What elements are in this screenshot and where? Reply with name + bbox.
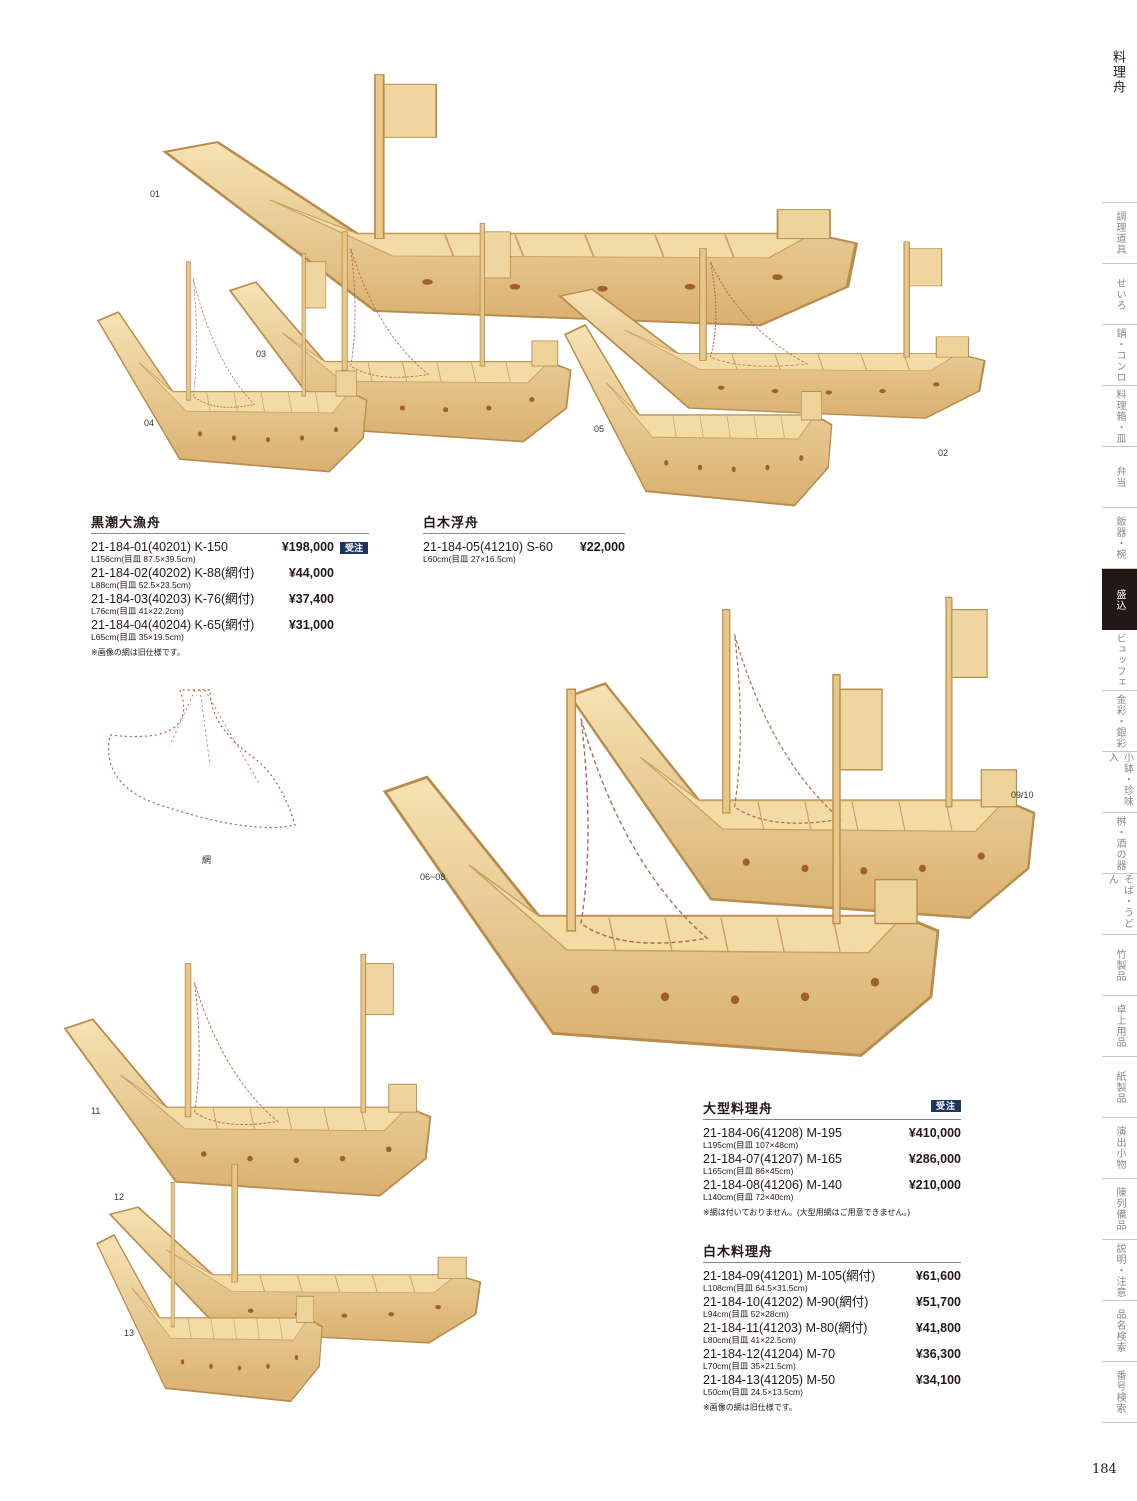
sidebar-tab[interactable]: 料理箱・皿: [1102, 386, 1137, 447]
sidebar-tab[interactable]: 説明・注意: [1102, 1240, 1137, 1301]
product-size: L80cm(目皿 41×22.5cm): [703, 1335, 796, 1345]
product-price: ¥210,000: [908, 1178, 961, 1192]
product-code: 21-184-03(40203) K-76(網付): [91, 592, 255, 606]
product-price: ¥41,800: [915, 1321, 961, 1335]
product-price: ¥37,400: [288, 592, 334, 606]
boat-image-05: [564, 324, 833, 507]
boat-image-04: [97, 252, 368, 473]
product-block-shiraki-uki: 白木浮舟 21-184-05(41210) S-60 ¥22,000 L60cm(…: [423, 512, 625, 566]
sidebar-tab[interactable]: 桝・酒の器: [1102, 813, 1137, 874]
sidebar-tab[interactable]: 調理道具: [1102, 203, 1137, 264]
product-title: 白木浮舟: [423, 512, 625, 534]
sidebar-tab[interactable]: 金彩・銀彩: [1102, 691, 1137, 752]
sidebar-tab[interactable]: 竹製品: [1102, 935, 1137, 996]
fishing-net-image: [108, 689, 296, 829]
made-to-order-badge: 受注: [930, 1100, 961, 1112]
product-code: 21-184-13(41205) M-50: [703, 1373, 836, 1387]
product-note: ※画像の網は旧仕様です。: [91, 648, 185, 657]
image-label-06-08: 06~08: [420, 872, 446, 882]
product-block-ogata: 大型料理舟 受注 21-184-06(41208) M-195 ¥410,000 L…: [703, 1098, 961, 1218]
sidebar-tab[interactable]: 鍋・コンロ: [1102, 325, 1137, 386]
product-size: L50cm(目皿 24.5×13.5cm): [703, 1387, 803, 1397]
product-size: L60cm(目皿 27×16.5cm): [423, 554, 516, 564]
sidebar-tab[interactable]: 盛込: [1102, 569, 1137, 630]
image-label-03: 03: [256, 349, 267, 359]
product-size: L94cm(目皿 52×28cm): [703, 1309, 789, 1319]
boat-image-06-08: [383, 673, 940, 1057]
page-number: 184: [1092, 1462, 1117, 1477]
product-code: 21-184-09(41201) M-105(網付): [703, 1269, 876, 1283]
boat-image-13: [96, 1182, 324, 1403]
product-block-shiraki-ryori: 白木料理舟 21-184-09(41201) M-105(網付)¥61,600 …: [703, 1241, 961, 1413]
product-size: L88cm(目皿 52.5×23.5cm): [91, 580, 191, 590]
product-price: ¥61,600: [915, 1269, 961, 1283]
product-price: ¥22,000: [579, 540, 625, 554]
product-price: ¥410,000: [908, 1126, 961, 1140]
product-block-kuroshio: 黒潮大漁舟 21-184-01(40201) K-150¥198,000 受注 …: [91, 512, 369, 658]
sidebar-tab[interactable]: 紙製品: [1102, 1057, 1137, 1118]
product-title: 白木料理舟: [703, 1241, 961, 1263]
product-code: 21-184-06(41208) M-195: [703, 1126, 842, 1140]
sidebar-tab[interactable]: せいろ: [1102, 264, 1137, 325]
product-code: 21-184-02(40202) K-88(網付): [91, 566, 255, 580]
image-label-05: 05: [594, 424, 605, 434]
product-size: L140cm(目皿 72×40cm): [703, 1192, 794, 1202]
product-size: L65cm(目皿 35×19.5cm): [91, 632, 184, 642]
sidebar-divider: [1102, 202, 1137, 203]
sidebar-tab[interactable]: 番号検索: [1102, 1362, 1137, 1423]
product-price: ¥198,000: [281, 540, 334, 554]
image-label-04: 04: [144, 418, 155, 428]
product-code: 21-184-04(40204) K-65(網付): [91, 618, 255, 632]
product-row: 21-184-01(40201) K-150 ¥198,000 受注: [91, 540, 369, 554]
product-size: L165cm(目皿 86×45cm): [703, 1166, 794, 1176]
product-note: ※画像の網は旧仕様です。: [703, 1403, 797, 1412]
product-title: 黒潮大漁舟: [91, 512, 369, 534]
product-code: 21-184-01(40201) K-150: [91, 540, 228, 554]
product-code: 21-184-11(41203) M-80(網付): [703, 1321, 868, 1335]
category-index-sidebar: 調理道具せいろ鍋・コンロ料理箱・皿弁当飯器・椀盛込ビュッフェ金彩・銀彩小鉢・珍味…: [1102, 0, 1137, 1501]
product-size: L76cm(目皿 41×22.2cm): [91, 606, 184, 616]
image-label-01: 01: [150, 189, 161, 199]
sidebar-tab[interactable]: 演出小物: [1102, 1118, 1137, 1179]
image-label-09-10: 09/10: [1011, 790, 1034, 800]
sidebar-tab[interactable]: 陳列備品: [1102, 1179, 1137, 1240]
product-price: ¥44,000: [288, 566, 334, 580]
image-label-13: 13: [124, 1328, 135, 1338]
section-title: 料理舟: [1110, 50, 1125, 95]
sidebar-tab[interactable]: 弁当: [1102, 447, 1137, 508]
product-title: 大型料理舟 受注: [703, 1098, 961, 1120]
product-code: 21-184-10(41202) M-90(網付): [703, 1295, 869, 1309]
product-price: ¥51,700: [915, 1295, 961, 1309]
sidebar-tab[interactable]: 卓上用品: [1102, 996, 1137, 1057]
image-label-11: 11: [91, 1106, 101, 1116]
product-price: ¥31,000: [288, 618, 334, 632]
product-title-text: 大型料理舟: [703, 1101, 774, 1116]
product-code: 21-184-07(41207) M-165: [703, 1152, 842, 1166]
product-code: 21-184-05(41210) S-60: [423, 540, 553, 554]
sidebar-tab[interactable]: そば・うどん: [1102, 874, 1137, 935]
product-price: ¥286,000: [908, 1152, 961, 1166]
product-code: 21-184-12(41204) M-70: [703, 1347, 836, 1361]
image-label-02: 02: [938, 448, 949, 458]
product-size: L195cm(目皿 107×48cm): [703, 1140, 799, 1150]
product-price: ¥36,300: [915, 1347, 961, 1361]
sidebar-tab[interactable]: ビュッフェ: [1102, 630, 1137, 691]
image-label-net: 網: [202, 855, 212, 865]
image-label-12: 12: [114, 1192, 125, 1202]
product-price: ¥34,100: [915, 1373, 961, 1387]
product-size: L156cm(目皿 87.5×39.5cm): [91, 554, 196, 564]
product-note: ※網は付いておりません。(大型用網はご用意できません。): [703, 1208, 911, 1217]
sidebar-tab[interactable]: 飯器・椀: [1102, 508, 1137, 569]
sidebar-tab[interactable]: 小鉢・珍味入: [1102, 752, 1137, 813]
sidebar-tab[interactable]: 品名検索: [1102, 1301, 1137, 1362]
product-size: L70cm(目皿 35×21.5cm): [703, 1361, 796, 1371]
product-code: 21-184-08(41206) M-140: [703, 1178, 842, 1192]
product-size: L108cm(目皿 64.5×31.5cm): [703, 1283, 808, 1293]
made-to-order-badge: 受注: [340, 542, 369, 554]
